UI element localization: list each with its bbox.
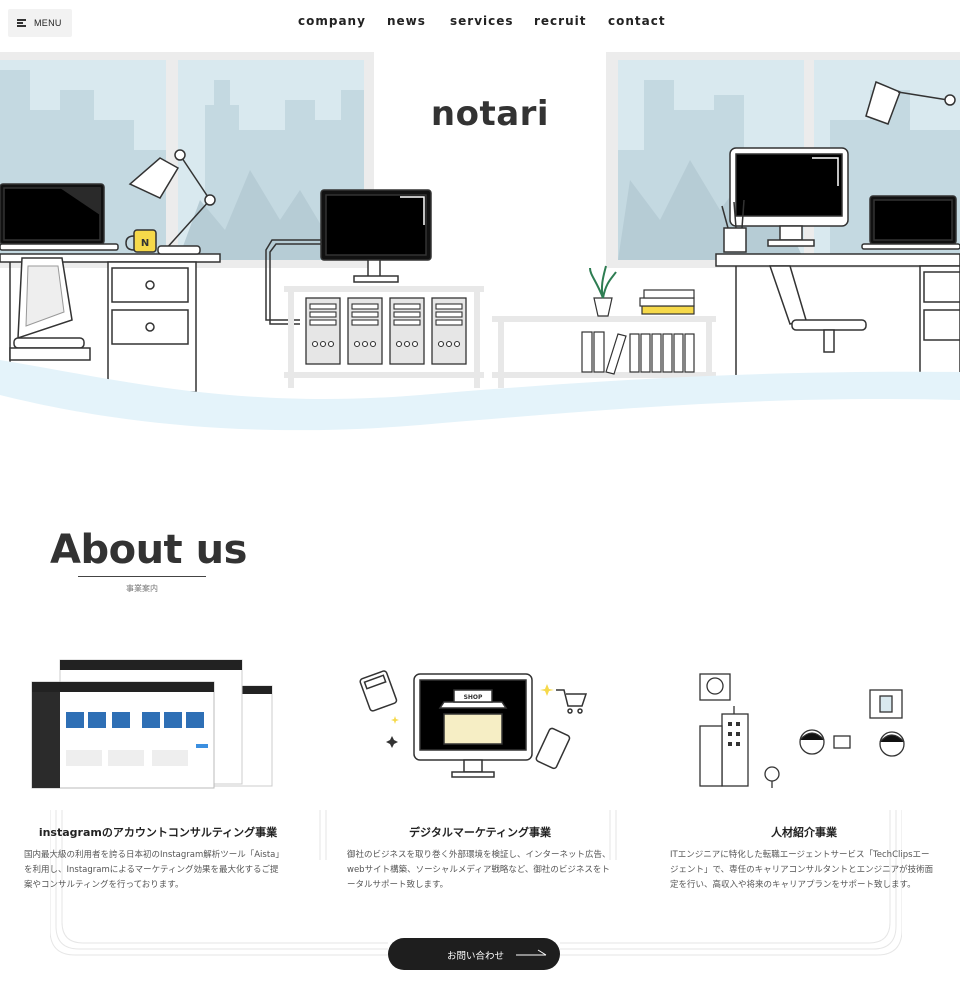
shelf-servers [284, 286, 484, 388]
service-desc-digital-marketing: 御社のビジネスを取り巻く外部環境を検証し、インターネット広告、 webサイト構築… [347, 848, 631, 893]
menu-label: MENU [34, 18, 62, 28]
nav-services[interactable]: services [450, 14, 514, 28]
instagram-dashboard-illustration [31, 659, 273, 789]
office-illustration: N [0, 52, 960, 431]
about-divider [78, 576, 206, 577]
server-rack [265, 189, 432, 325]
service-desc-instagram: 国内最大級の利用者を誇る日本初のInstagram解析ツール「Aista」 を利… [24, 848, 304, 893]
service-title-recruitment: 人材紹介事業 [771, 826, 837, 839]
desc-line: 御社のビジネスを取り巻く外部環境を検証し、インターネット広告、 [347, 850, 611, 860]
contact-button-label: お問い合わせ [447, 951, 505, 962]
service-title-digital-marketing: デジタルマーケティング事業 [409, 826, 551, 839]
desk-right [715, 80, 960, 392]
nav-recruit[interactable]: recruit [534, 14, 587, 28]
nav-contact[interactable]: contact [608, 14, 666, 28]
desc-line: ジェント」で、専任のキャリアコンサルタントとエンジニアが技術面 [670, 865, 934, 875]
desc-line: 案やコンサルティングを行っております。 [24, 880, 184, 890]
nav-news[interactable]: news [387, 14, 426, 28]
arrow-right-icon [516, 949, 547, 956]
service-title-instagram: instagramのアカウントコンサルティング事業 [38, 826, 278, 839]
contact-button[interactable]: お問い合わせ [388, 938, 560, 970]
desc-line: ITエンジニアに特化した転職エージェントサービス「TechClipsエー [670, 850, 930, 860]
hamburger-icon [17, 19, 26, 27]
desk-left [0, 149, 221, 393]
mug-letter: N [141, 238, 149, 249]
shop-sign: SHOP [464, 694, 483, 701]
desc-line: を利用し、Instagramによるマーケティング効果を最大化するご提 [24, 865, 279, 875]
menu-button[interactable]: MENU [8, 9, 72, 37]
desc-line: 定を行い、高収入や将来のキャリアプランをサポート致します。 [670, 880, 916, 890]
service-desc-recruitment: ITエンジニアに特化した転職エージェントサービス「TechClipsエー ジェン… [670, 848, 956, 893]
desc-line: ータルサポート致します。 [347, 880, 449, 890]
nav-company[interactable]: company [298, 14, 366, 28]
recruitment-illustration [699, 673, 905, 788]
book-shelf [492, 265, 716, 388]
desc-line: webサイト構築、ソーシャルメディア戦略など、御社のビジネスをト [347, 865, 610, 875]
about-title: About us [50, 527, 247, 573]
desc-line: 国内最大級の利用者を誇る日本初のInstagram解析ツール「Aista」 [24, 850, 284, 860]
site-logo[interactable]: notari [430, 94, 550, 134]
digital-marketing-illustration: SHOP [359, 670, 588, 778]
about-subtitle: 事業案内 [126, 584, 158, 593]
